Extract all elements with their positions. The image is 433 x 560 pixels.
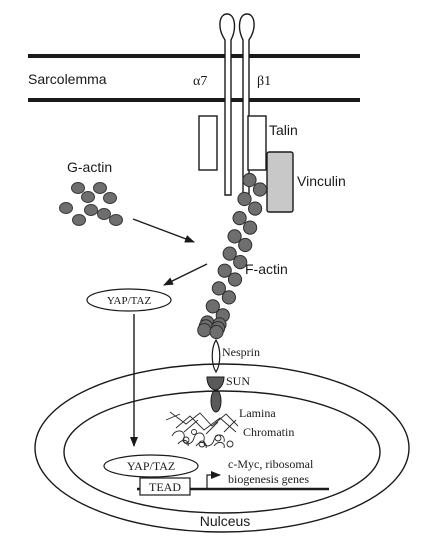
- g-actin-monomer: [97, 208, 111, 220]
- f-actin-to-yap-arrow: [163, 263, 208, 286]
- f-actin-bead: [237, 191, 252, 207]
- sarcolemma-label: Sarcolemma: [28, 71, 107, 87]
- g-actin-monomer: [81, 191, 95, 203]
- g-actin-monomer: [103, 192, 117, 204]
- g-actin-monomer: [71, 182, 85, 194]
- yap-taz-nuclear-label: YAP/TAZ: [127, 459, 175, 473]
- f-actin-bead: [227, 229, 242, 244]
- talin-block-left: [198, 115, 218, 171]
- nesprin-label: Nesprin: [222, 345, 260, 359]
- beta1-label: β1: [257, 74, 271, 89]
- f-actin-bead: [211, 281, 226, 296]
- alpha7-label: α7: [193, 74, 207, 89]
- g-actin-monomer: [59, 202, 73, 214]
- lamina-chromatin-network: [165, 411, 239, 449]
- f-actin-bead: [209, 324, 224, 340]
- f-actin-bead: [252, 182, 268, 197]
- nucleus-label: Nulceus: [200, 513, 251, 529]
- sun-protein-shape: [206, 376, 225, 391]
- yap-taz-cytoplasm-label: YAP/TAZ: [107, 295, 152, 307]
- g-actin-polymerization-arrow: [132, 218, 195, 243]
- g-actin-monomer: [93, 182, 107, 194]
- f-actin-bead: [232, 211, 247, 226]
- f-actin-bead: [248, 201, 263, 216]
- f-actin-bead: [205, 299, 220, 314]
- f-actin-bead: [221, 290, 236, 305]
- g-actin-label: G-actin: [67, 159, 112, 175]
- talin-label: Talin: [269, 122, 298, 138]
- g-actin-monomer: [84, 204, 98, 216]
- chromatin-label: Chromatin: [243, 425, 294, 439]
- integrin-beta1-subunit: [238, 13, 255, 196]
- nesprin-shape: [211, 338, 221, 374]
- f-actin-bead: [222, 246, 237, 261]
- lamina-label: Lamina: [239, 406, 276, 420]
- nucleus-outer-envelope: [34, 363, 410, 533]
- yap-taz-nuclear-ellipse: [103, 454, 199, 478]
- transcription-start-arrow: [206, 471, 221, 489]
- f-actin-bead: [227, 272, 243, 287]
- f-actin-bead: [233, 255, 248, 270]
- nucleus-inner-membrane: [63, 390, 381, 514]
- g-actin-monomers: [59, 182, 123, 226]
- yap-taz-cytoplasm-ellipse: [86, 288, 172, 312]
- vinculin-block: [266, 151, 294, 213]
- f-actin-bead: [217, 263, 232, 278]
- f-actin-label: F-actin: [245, 261, 288, 277]
- f-actin-bead: [197, 323, 212, 338]
- f-actin-filament: [197, 172, 268, 340]
- target-genes-line2: biogenesis genes: [228, 472, 309, 486]
- sun-label: SUN: [226, 374, 250, 388]
- nuclear-anchor-shape: [210, 389, 222, 413]
- g-actin-monomer: [109, 214, 123, 226]
- vinculin-label: Vinculin: [297, 173, 346, 189]
- talin-block-right: [247, 115, 267, 171]
- tead-label: TEAD: [149, 480, 181, 494]
- f-actin-bead: [243, 220, 258, 235]
- target-genes-line1: c-Myc, ribosomal: [228, 457, 314, 471]
- f-actin-bead: [238, 237, 253, 253]
- tead-box: [139, 477, 191, 496]
- g-actin-monomer: [72, 214, 86, 226]
- integrin-alpha7-subunit: [219, 13, 236, 196]
- f-actin-bead: [242, 172, 257, 188]
